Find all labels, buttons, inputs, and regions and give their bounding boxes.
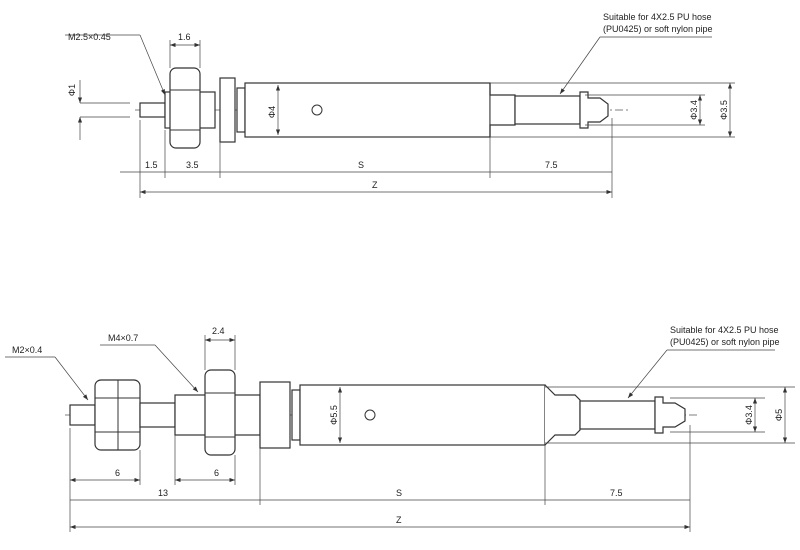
top-dim-3: 7.5 [545, 160, 558, 170]
bottom-thread2-label: M4×0.7 [108, 333, 138, 343]
bottom-hose-note-1: Suitable for 4X2.5 PU hose [670, 325, 779, 335]
bottom-flange [259, 381, 291, 449]
bottom-barb-fitting [654, 396, 686, 434]
top-body-dia: Φ4 [267, 106, 277, 118]
top-dim-2: 3.5 [186, 160, 199, 170]
top-dim-1: 1.5 [145, 160, 158, 170]
top-nut-width: 1.6 [178, 32, 191, 42]
top-hose-note-2: (PU0425) or soft nylon pipe [603, 24, 713, 34]
bottom-dim-4: 7.5 [610, 488, 623, 498]
bottom-dim-2: 6 [214, 468, 219, 478]
bottom-cylinder-drawing: Φ5.5 M2×0.4 M4×0.7 2.4 6 6 13 S 7.5 Z Φ3… [5, 325, 795, 532]
top-piston-rod [139, 102, 166, 118]
bottom-dim-1: 6 [115, 468, 120, 478]
bottom-tube-dia: Φ3.4 [744, 405, 754, 425]
top-barb-fitting [579, 91, 609, 129]
bottom-dim-3: 13 [158, 488, 168, 498]
bottom-dim-total: Z [396, 515, 402, 525]
top-cylinder-drawing: Φ4 M2.5×0.45 1.6 Φ1 1.5 3.5 S 7.5 Z Φ3.4… [65, 12, 735, 198]
top-hex-nut [169, 67, 201, 149]
top-flange [219, 77, 236, 143]
bottom-nut-width: 2.4 [212, 326, 225, 336]
top-tube-dia: Φ3.4 [689, 100, 699, 120]
bottom-piston-rod [69, 404, 96, 426]
top-body [244, 82, 491, 138]
top-rod-dia: Φ1 [67, 84, 77, 96]
bottom-outer-dia: Φ5 [774, 409, 784, 421]
top-dim-stroke: S [358, 160, 364, 170]
top-hose-note-1: Suitable for 4X2.5 PU hose [603, 12, 712, 22]
top-dim-total: Z [372, 180, 378, 190]
top-thread-label: M2.5×0.45 [68, 32, 111, 42]
bottom-hose-note-2: (PU0425) or soft nylon pipe [670, 337, 780, 347]
bottom-dim-stroke: S [396, 488, 402, 498]
bottom-hex-nut-2 [204, 369, 236, 456]
bottom-body-dia: Φ5.5 [329, 405, 339, 425]
top-outer-dia: Φ3.5 [719, 100, 729, 120]
bottom-thread1-label: M2×0.4 [12, 345, 42, 355]
